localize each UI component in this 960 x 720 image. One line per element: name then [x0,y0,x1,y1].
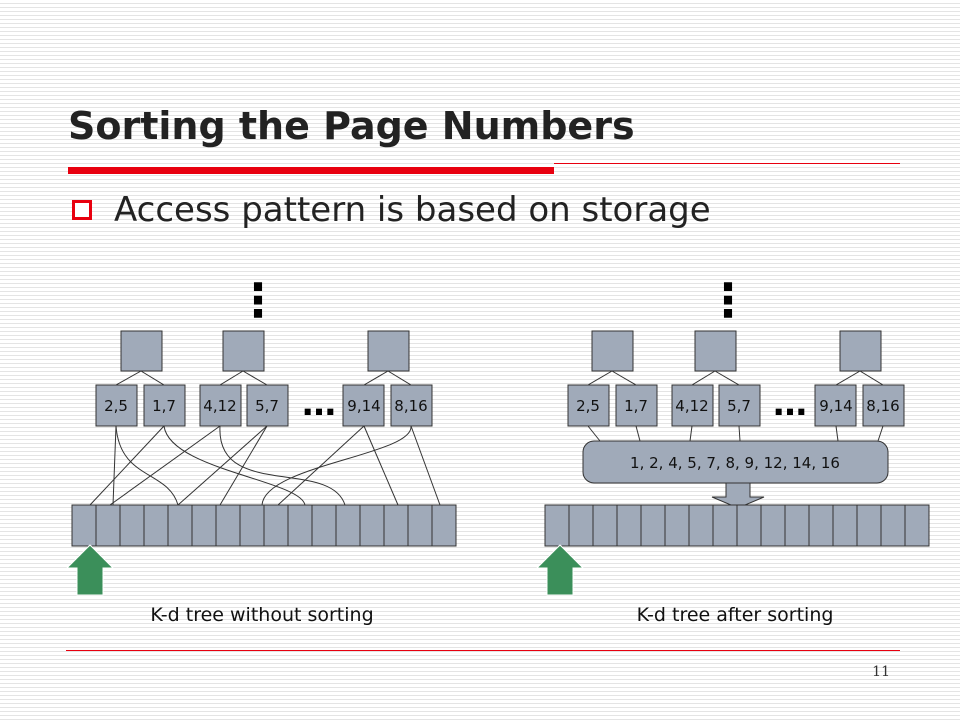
right-leaf-label-2: 1,7 [624,397,648,415]
left-parent-node-3 [367,330,410,372]
right-leaf-node-5 [814,384,857,427]
right-storage-pages [544,504,930,547]
right-parent-node-2 [694,330,737,372]
left-tree-edges [115,370,412,386]
left-storage-pages [71,504,457,547]
left-vertical-ellipsis: ⋮ [235,273,281,327]
footer-divider [66,650,900,651]
slide-title: Sorting the Page Numbers [68,104,635,148]
left-horizontal-ellipsis: … [302,384,336,424]
left-unsorted-pointers [89,425,441,506]
left-parent-node-1 [120,330,163,372]
right-leaf-node-1 [567,384,610,427]
left-leaf-label-3: 4,12 [203,397,236,415]
right-access-arrow-icon [535,544,585,596]
left-parent-node-2 [222,330,265,372]
bullet-item: Access pattern is based on storage [72,190,711,230]
sorted-to-storage-arrow-icon [711,482,765,509]
left-leaf-label-6: 8,16 [394,397,427,415]
left-leaf-label-4: 5,7 [255,397,279,415]
left-access-arrow-icon [65,544,115,596]
right-tree: ⋮ 2,5 1,7 4,12 5,7 … 9,14 8,16 [535,273,930,626]
right-parent-node-3 [839,330,882,372]
right-leaf-node-3 [671,384,714,427]
bullet-text: Access pattern is based on storage [114,190,711,230]
right-leaf-label-5: 9,14 [819,397,852,415]
square-bullet-icon [72,200,92,220]
left-leaf-node-5 [342,384,385,427]
sorted-page-list-label: 1, 2, 4, 5, 7, 8, 9, 12, 14, 16 [630,454,840,472]
right-tree-caption: K-d tree after sorting [637,604,834,626]
right-leaf-label-1: 2,5 [576,397,600,415]
right-vertical-ellipsis: ⋮ [705,273,751,327]
right-leaf-label-4: 5,7 [727,397,751,415]
page-number: 11 [872,664,890,680]
right-horizontal-ellipsis: … [773,384,807,424]
title-underline-thick [68,167,554,174]
left-tree-caption: K-d tree without sorting [150,604,373,626]
title-underline-thin [554,163,900,164]
left-leaf-node-3 [199,384,242,427]
left-leaf-label-5: 9,14 [347,397,380,415]
left-leaf-node-6 [390,384,433,427]
right-leaf-node-4 [718,384,761,427]
right-tree-edges [587,370,884,386]
right-leaf-node-6 [862,384,905,427]
left-leaf-node-4 [246,384,289,427]
left-tree: ⋮ 2,5 1,7 4,12 5,7 … 9,14 8,16 [65,273,457,626]
right-leaf-label-3: 4,12 [675,397,708,415]
right-leaf-label-6: 8,16 [866,397,899,415]
right-parent-node-1 [591,330,634,372]
right-leaf-to-list-edges [587,425,884,442]
left-leaf-label-2: 1,7 [152,397,176,415]
right-leaf-node-2 [615,384,658,427]
left-leaf-label-1: 2,5 [104,397,128,415]
